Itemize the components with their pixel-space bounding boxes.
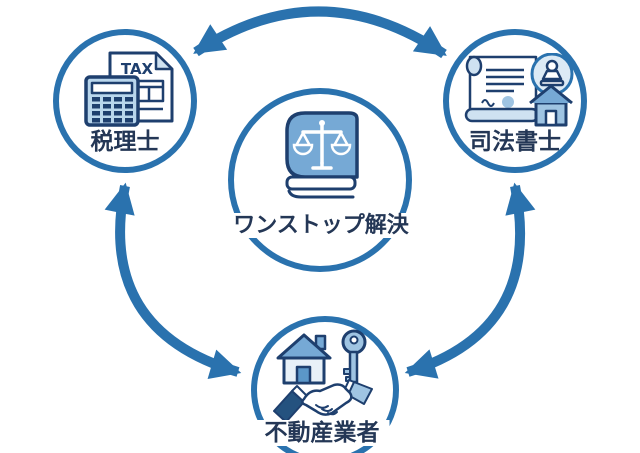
- book-pages: [285, 175, 357, 199]
- label-one-stop-solution: ワンストップ解決: [227, 213, 415, 239]
- house-roof: [276, 333, 332, 360]
- node-circle-one-stop-solution: [228, 88, 412, 272]
- stamp-head: [545, 59, 559, 73]
- key-tooth: [343, 368, 351, 375]
- scales-of-justice: [292, 120, 352, 170]
- handshake: [273, 379, 373, 423]
- label-tax-accountant: 税理士: [90, 129, 160, 155]
- stamp-body: [541, 69, 563, 81]
- house-roof: [529, 84, 573, 105]
- house-door: [295, 365, 312, 385]
- certificate-seal-house-icon: [464, 53, 574, 127]
- arrow-tax-to-scrivener: [193, 6, 447, 59]
- scroll-top-curl: [465, 55, 483, 77]
- fingers: [315, 404, 338, 416]
- signature-squiggle: [481, 99, 495, 107]
- house-door: [544, 109, 558, 127]
- law-book-scales-icon: [285, 111, 359, 199]
- calculator-buttons: [92, 97, 133, 123]
- stamp-base: [539, 79, 565, 87]
- label-judicial-scrivener: 司法書士: [469, 129, 561, 155]
- node-circle-real-estate-agent: [251, 316, 399, 453]
- key-hole: [349, 335, 359, 345]
- arrow-tax-to-realestate: [104, 182, 242, 379]
- clasped-hands: [301, 383, 353, 416]
- arrow-scrivener-to-realestate: [404, 182, 536, 379]
- node-circle-tax-accountant: [53, 29, 197, 173]
- label-real-estate-agent: 不動産業者: [254, 420, 390, 447]
- certificate-seal: [502, 96, 514, 108]
- scroll-bottom-roll: [464, 107, 540, 123]
- tax-document-calculator-icon: TAX: [84, 51, 174, 127]
- node-circle-judicial-scrivener: [443, 29, 587, 173]
- calculator-screen: [90, 81, 134, 95]
- document-fold: [154, 51, 174, 71]
- key-shaft: [348, 350, 359, 384]
- house-key-handshake-icon: [273, 329, 373, 423]
- tax-text: TAX: [121, 60, 154, 78]
- certificate-lines: [486, 68, 524, 93]
